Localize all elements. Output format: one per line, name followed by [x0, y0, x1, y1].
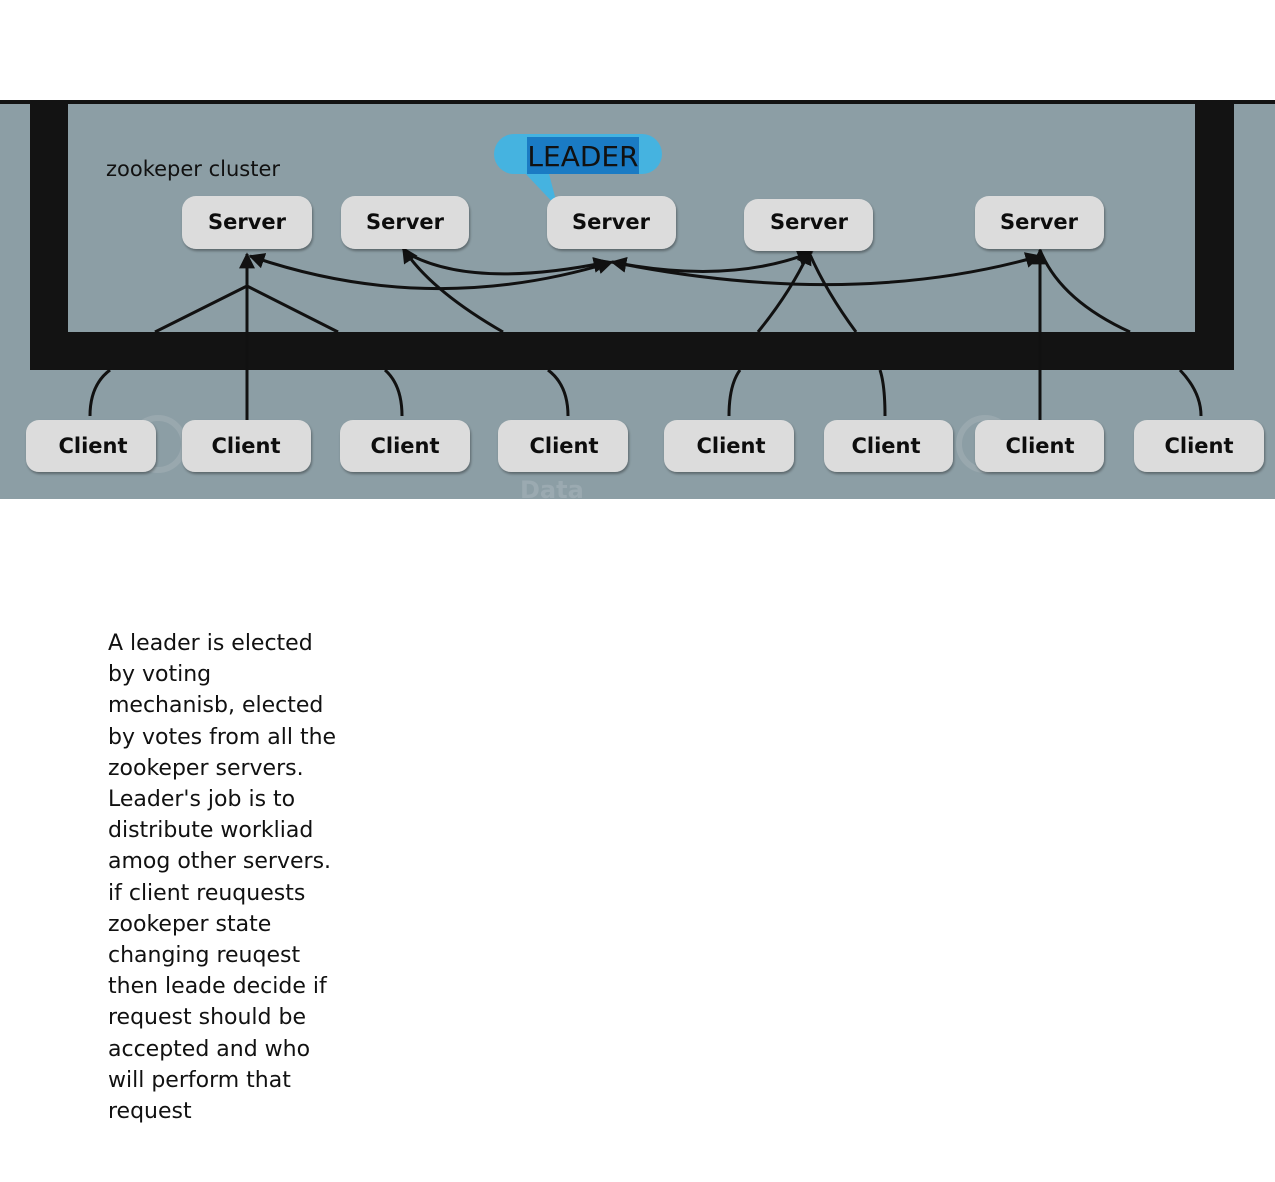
client-5-box: Client — [664, 420, 794, 472]
client-7-box: Client — [975, 420, 1104, 472]
client-8-stub — [1178, 368, 1203, 417]
server-5-label: Server — [1000, 210, 1079, 234]
client-2-box: Client — [182, 420, 311, 472]
leader-highlight — [527, 137, 639, 174]
client-5-stub — [727, 369, 742, 417]
server-1-label: Server — [208, 210, 287, 234]
client-2-label: Client — [211, 434, 280, 458]
client-3-box: Client — [340, 420, 470, 472]
leader-description-note: A leader is elected by voting mechanisb,… — [108, 631, 337, 1125]
zookeeper-architecture-diagram: Data Data Data zookeper cluster LEADER — [0, 100, 1275, 500]
server-2-label: Server — [366, 210, 445, 234]
client-3-label: Client — [370, 434, 439, 458]
client-3-stub — [383, 368, 404, 417]
leader-badge: LEADER — [494, 134, 662, 208]
client-6-stub — [878, 369, 887, 417]
cluster-label: zookeper cluster — [106, 157, 280, 181]
client-1-box: Client — [26, 420, 156, 472]
client-8-box: Client — [1134, 420, 1264, 472]
server-2-box: Server — [341, 196, 469, 249]
cluster-frame — [30, 104, 1234, 370]
client-1-label: Client — [58, 434, 127, 458]
leader-server-2-link — [404, 250, 610, 276]
client-8-label: Client — [1164, 434, 1233, 458]
leader-server-5-link — [611, 252, 1042, 287]
client-6-label: Client — [851, 434, 920, 458]
client-3-to-server-1 — [246, 284, 339, 334]
svg-text:Data: Data — [520, 476, 584, 500]
server-4-label: Server — [770, 210, 849, 234]
server-1-box: Server — [182, 196, 312, 249]
client-1-to-server-1 — [154, 284, 248, 334]
server-3-leader-box: Server — [547, 196, 676, 249]
leader-server-1-link — [248, 253, 614, 291]
client-1-stub — [88, 368, 111, 417]
leader-badge-text: LEADER — [527, 140, 638, 173]
client-8-to-server-5 — [1038, 249, 1131, 334]
connections — [88, 246, 1203, 420]
client-4-stub — [547, 368, 570, 417]
top-border-line — [0, 100, 1275, 104]
client-6-box: Client — [824, 420, 953, 472]
client-7-label: Client — [1005, 434, 1074, 458]
client-4-box: Client — [498, 420, 628, 472]
client-4-label: Client — [529, 434, 598, 458]
server-3-label: Server — [572, 210, 651, 234]
server-5-box: Server — [975, 196, 1104, 249]
server-4-box: Server — [744, 199, 873, 251]
client-5-label: Client — [696, 434, 765, 458]
